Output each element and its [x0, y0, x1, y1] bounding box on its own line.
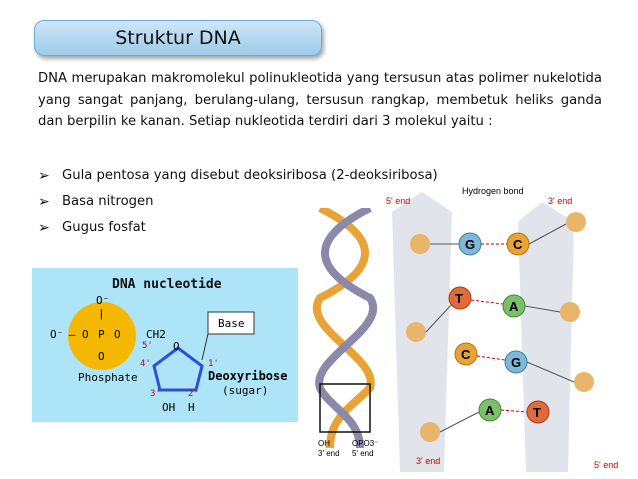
nucleotide-diagram: DNA nucleotide O⁻ | O⁻ — P O O O CH2 Pho…: [32, 268, 298, 422]
page-title: Struktur DNA: [115, 27, 241, 49]
base-bond: [201, 333, 209, 361]
base-letter: G: [465, 237, 475, 252]
end-label: 5' end: [594, 460, 618, 470]
sugar-bond: [526, 361, 575, 383]
helix-strand: [315, 204, 377, 449]
sugar-bond: [439, 411, 480, 433]
end-label: 5' end: [352, 449, 374, 458]
end-label: 3' end: [548, 196, 572, 206]
base-c: [454, 342, 478, 366]
intro-paragraph: DNA merupakan makromolekul polinukleotid…: [38, 71, 602, 129]
arrow-bullet-icon: ➢: [38, 220, 50, 236]
list-item: ➢ Basa nitrogen: [38, 189, 438, 215]
position-label: 1': [208, 359, 219, 369]
base-letter: A: [509, 299, 519, 314]
sugar-bond: [524, 305, 561, 313]
hydrogen-bond: [500, 409, 528, 413]
phosphate-circle: [68, 302, 136, 370]
list-item-text: Gugus fosfat: [62, 220, 146, 235]
atom-label: OH: [162, 401, 175, 414]
bond-line: |: [98, 307, 105, 320]
arrow-bullet-icon: ➢: [38, 168, 50, 184]
atom-label: O⁻: [50, 328, 63, 341]
end-label: 5' end: [386, 196, 410, 206]
atom-label: O: [82, 328, 89, 341]
arrow-bullet-icon: ➢: [38, 194, 50, 210]
zoom-box: [319, 383, 371, 433]
atom-label: O: [173, 340, 180, 353]
list-item: ➢ Gugus fosfat: [38, 215, 438, 241]
title-box: Struktur DNA: [34, 20, 322, 56]
sugar-sublabel: (sugar): [222, 384, 268, 397]
base-letter: G: [511, 355, 521, 370]
list-item-text: Gula pentosa yang disebut deoksiribosa (…: [62, 168, 438, 183]
position-label: 4': [140, 359, 151, 369]
phosphate-circle: [406, 322, 426, 342]
atom-label: H: [188, 401, 195, 414]
base-box: [207, 311, 255, 335]
sugar-ring: [152, 346, 204, 392]
list-item: ➢ Gula pentosa yang disebut deoksiribosa …: [38, 163, 438, 189]
hydrogen-bond: [470, 299, 504, 305]
atom-label: P: [98, 328, 105, 341]
base-pair-diagram: Hydrogen bond 5' end 3' end 3' end 5' en…: [312, 182, 630, 474]
atom-label: CH2: [146, 328, 166, 341]
list-item-text: Basa nitrogen: [62, 194, 154, 209]
phosphate-circle: [560, 302, 580, 322]
base-letter: T: [455, 291, 463, 306]
base-label: Base: [218, 317, 245, 330]
sugar-bond: [425, 303, 453, 333]
sugar-bond: [528, 223, 567, 245]
position-label: 3': [150, 389, 161, 399]
phosphate-circle: [566, 212, 586, 232]
atom-label: O: [114, 328, 121, 341]
end-label: 3' end: [318, 449, 340, 458]
end-label: 3' end: [416, 456, 440, 466]
sugar-label: Deoxyribose: [208, 369, 287, 383]
bond-line: —: [69, 328, 76, 341]
position-label: 2': [188, 389, 199, 399]
hydrogen-bond: [476, 355, 506, 361]
nucleotide-heading: DNA nucleotide: [112, 277, 222, 292]
base-letter: T: [533, 405, 541, 420]
component-list: ➢ Gula pentosa yang disebut deoksiribosa …: [38, 163, 438, 241]
atom-label: O⁻: [96, 294, 109, 307]
base-letter: A: [485, 403, 495, 418]
base-letter: C: [461, 347, 471, 362]
phosphate-circle: [574, 372, 594, 392]
base-t: [448, 286, 472, 310]
position-label: 5': [142, 341, 153, 351]
end-label: OH: [318, 439, 330, 448]
helix-strand: [313, 204, 375, 449]
phosphate-circle: [410, 234, 430, 254]
hydrogen-bond-label: Hydrogen bond: [462, 186, 524, 196]
atom-label: O: [98, 350, 105, 363]
phosphate-circle: [420, 422, 440, 442]
base-letter: C: [513, 237, 523, 252]
helix-ribbon-diagram: OH 3' end OPO3⁻ 5' end: [310, 204, 390, 468]
end-label: OPO3⁻: [352, 439, 378, 448]
phosphate-label: Phosphate: [78, 371, 138, 384]
